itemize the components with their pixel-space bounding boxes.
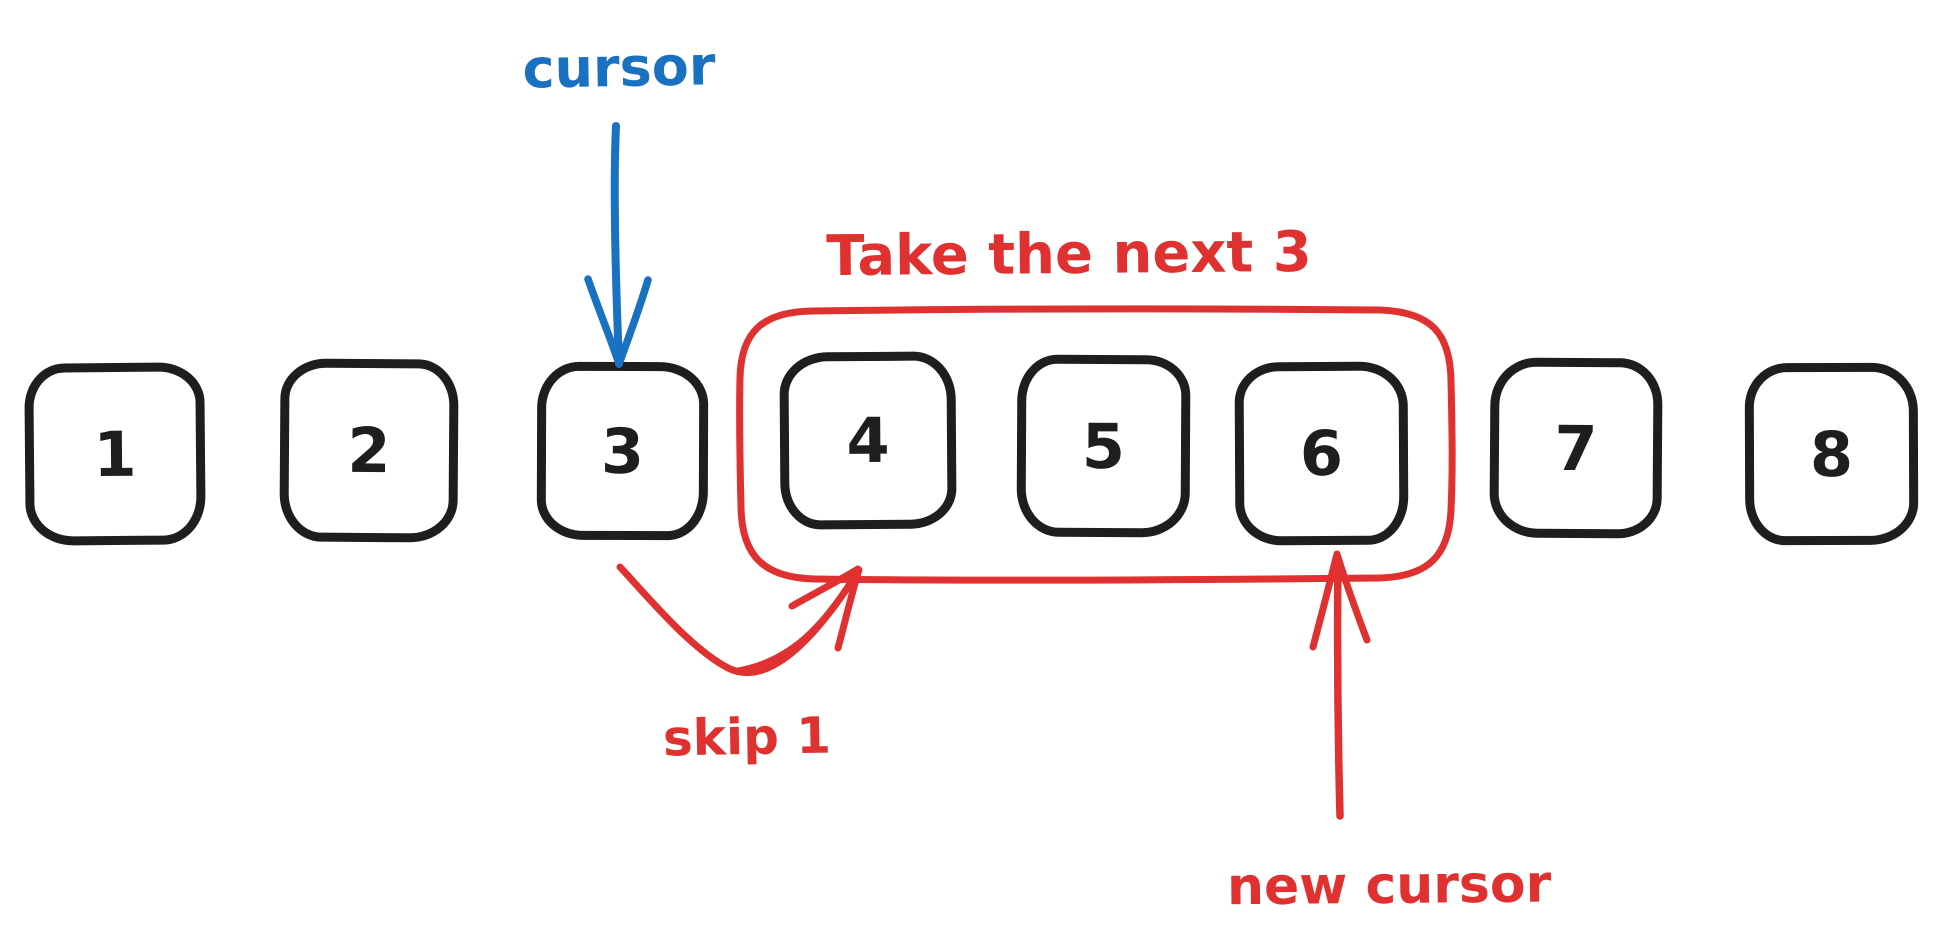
array-box-3: 3	[536, 361, 709, 541]
cursor-arrow	[584, 122, 652, 368]
skip-arrow-curve	[616, 563, 862, 677]
skip-label: skip 1	[662, 706, 832, 768]
box-number: 2	[347, 413, 391, 488]
box-number: 1	[93, 417, 137, 491]
array-box-2: 2	[279, 358, 459, 543]
box-number: 4	[846, 403, 890, 478]
cursor-label: cursor	[521, 34, 717, 101]
array-box-4: 4	[779, 351, 957, 530]
new-cursor-arrow-shaft	[1333, 554, 1344, 820]
cursor-arrow-head	[584, 275, 652, 368]
take-next-label: Take the next 3	[826, 219, 1312, 290]
array-box-8: 8	[1744, 362, 1919, 546]
cursor-arrow-shaft	[610, 122, 623, 368]
box-number: 6	[1299, 416, 1344, 491]
array-box-1: 1	[24, 362, 206, 546]
skip-arrow-head	[788, 565, 863, 652]
box-number: 5	[1081, 409, 1126, 483]
box-number: 7	[1554, 411, 1598, 485]
array-box-7: 7	[1489, 357, 1663, 539]
box-number: 8	[1809, 417, 1854, 491]
skip-arrow-curve-2	[730, 575, 856, 674]
new-cursor-arrow	[1309, 550, 1371, 820]
box-number: 3	[600, 414, 645, 488]
new-cursor-label: new cursor	[1226, 854, 1552, 918]
array-box-6: 6	[1234, 361, 1409, 546]
skip-arrow	[616, 563, 863, 677]
array-box-5: 5	[1016, 354, 1191, 538]
new-cursor-arrow-head	[1309, 550, 1371, 651]
